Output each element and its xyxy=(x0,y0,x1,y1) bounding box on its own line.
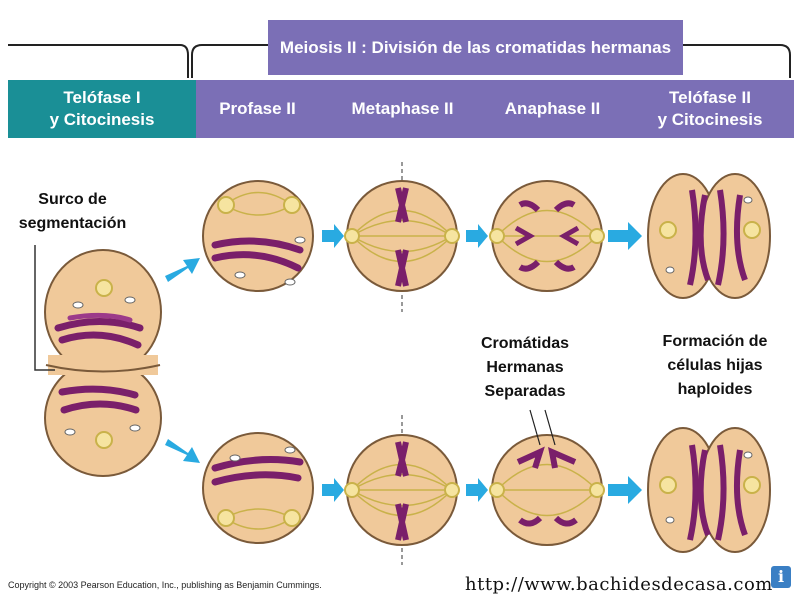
furrow-label: Surco de segmentación xyxy=(5,188,140,236)
chromatids-label: Cromátidas Hermanas Separadas xyxy=(465,332,585,404)
furrow-line2: segmentación xyxy=(18,215,127,232)
telophase1-cell xyxy=(44,249,162,477)
formation-line3: haploides xyxy=(677,381,753,398)
chromatids-line1: Cromátidas xyxy=(480,335,570,352)
furrow-line1: Surco de xyxy=(38,191,107,208)
telophase1-line1: Telófase I xyxy=(63,88,141,107)
chromatids-line2: Hermanas xyxy=(486,359,564,376)
meiosis2-title: Meiosis II : División de las cromatidas … xyxy=(279,37,672,57)
telophase2-cells-top xyxy=(647,173,771,299)
arrow-right-icon xyxy=(165,222,642,504)
telophase1-header: Telófase I y Citocinesis xyxy=(8,80,196,138)
phase-metaphase2: Metaphase II xyxy=(351,99,454,118)
info-icon[interactable]: i xyxy=(771,566,791,588)
telophase2-cells-bottom xyxy=(647,427,771,553)
telophase2-line1: Telófase II xyxy=(669,88,751,107)
formation-line2: células hijas xyxy=(667,357,763,374)
formation-line1: Formación de xyxy=(662,333,768,350)
metaphase2-cell-top xyxy=(344,162,460,312)
phases-bar xyxy=(196,80,794,138)
chromatids-line3: Separadas xyxy=(484,383,566,400)
phase-prophase2: Profase II xyxy=(219,99,296,118)
furrow-pointer-line xyxy=(34,245,55,371)
source-url[interactable]: http://www.bachidesdecasa.com xyxy=(465,574,773,595)
meiosis2-bracket-right xyxy=(683,44,791,78)
anaphase2-cell-top xyxy=(489,180,605,292)
formation-label: Formación de células hijas haploides xyxy=(645,330,785,402)
telophase2-line2: y Citocinesis xyxy=(657,110,763,129)
anaphase2-cell-bottom xyxy=(489,434,605,546)
phase-telophase2: Telófase II y Citocinesis xyxy=(635,80,785,138)
chromatids-pointer xyxy=(529,409,556,446)
phase-anaphase2: Anaphase II xyxy=(504,99,601,118)
metaphase2-cell-bottom xyxy=(344,415,460,565)
prophase2-cell-top xyxy=(202,180,314,292)
left-bracket xyxy=(8,44,189,78)
meiosis2-title-banner: Meiosis II : División de las cromatidas … xyxy=(268,20,683,75)
prophase2-cell-bottom xyxy=(202,432,314,544)
meiosis2-bracket-left xyxy=(191,44,268,78)
telophase1-line2: y Citocinesis xyxy=(49,110,155,129)
copyright-text: Copyright © 2003 Pearson Education, Inc.… xyxy=(8,580,322,590)
